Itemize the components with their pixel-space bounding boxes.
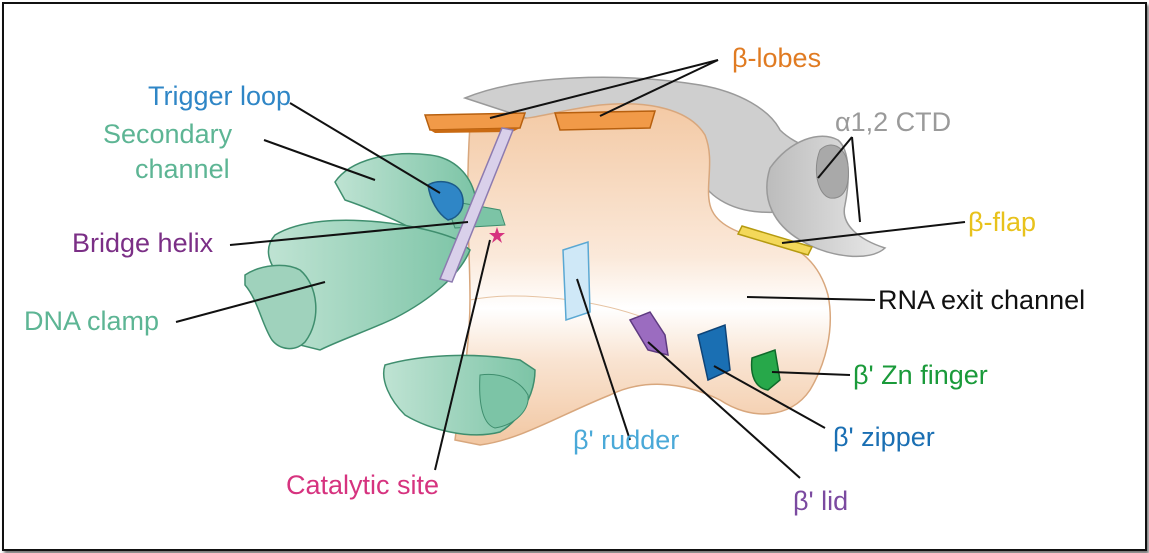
label-catalytic-site: Catalytic site [286, 470, 439, 500]
label-beta-flap: β-flap [968, 207, 1036, 237]
label-lid: β' lid [793, 486, 848, 516]
label-trigger-loop: Trigger loop [148, 81, 291, 111]
label-dna-clamp: DNA clamp [24, 306, 159, 336]
label-secondary-channel-line2: channel [135, 154, 230, 184]
label-secondary-channel-line1: Secondary [103, 119, 233, 149]
label-rudder: β' rudder [573, 425, 679, 455]
label-beta-lobes: β-lobes [732, 43, 821, 73]
label-zn-finger: β' Zn finger [853, 360, 988, 390]
label-alpha-ctd: α1,2 CTD [835, 107, 951, 137]
label-bridge-helix: Bridge helix [72, 228, 214, 258]
label-rna-exit-channel: RNA exit channel [878, 285, 1085, 315]
label-zipper: β' zipper [833, 422, 935, 452]
